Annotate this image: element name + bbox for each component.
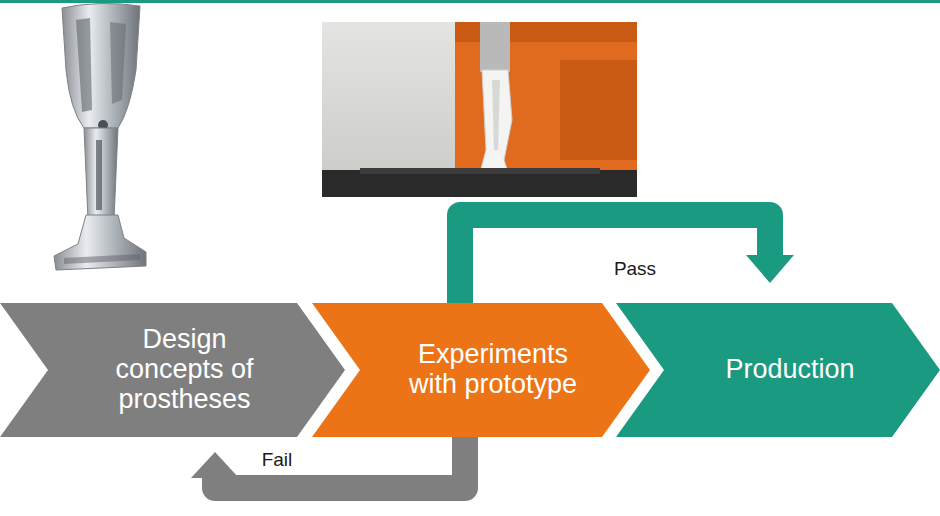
text-stack: Production [725, 355, 854, 385]
chevron-step: Design concepts of prostheses [0, 303, 345, 437]
top-rule [0, 0, 940, 3]
edge-label: Fail [262, 449, 293, 471]
chevron-step: Experiments with prototype [312, 303, 650, 437]
step-text-area: Design concepts of prostheses [48, 303, 321, 437]
flow-arrow [460, 215, 794, 303]
text-stack: Design concepts of prostheses [95, 325, 275, 414]
step-label: Experiments with prototype [403, 340, 583, 399]
step-label: Production [725, 355, 854, 385]
flow-arrow [191, 437, 465, 488]
text-stack: Experiments with prototype [403, 340, 583, 399]
edge-label: Pass [614, 258, 656, 280]
robot-test-photo [322, 22, 637, 197]
step-label: Design concepts of prostheses [95, 325, 275, 414]
step-text-area: Experiments with prototype [360, 303, 626, 437]
chevron-step: Production [616, 303, 940, 437]
step-text-area: Production [664, 303, 916, 437]
prosthesis-illustration [54, 3, 146, 270]
